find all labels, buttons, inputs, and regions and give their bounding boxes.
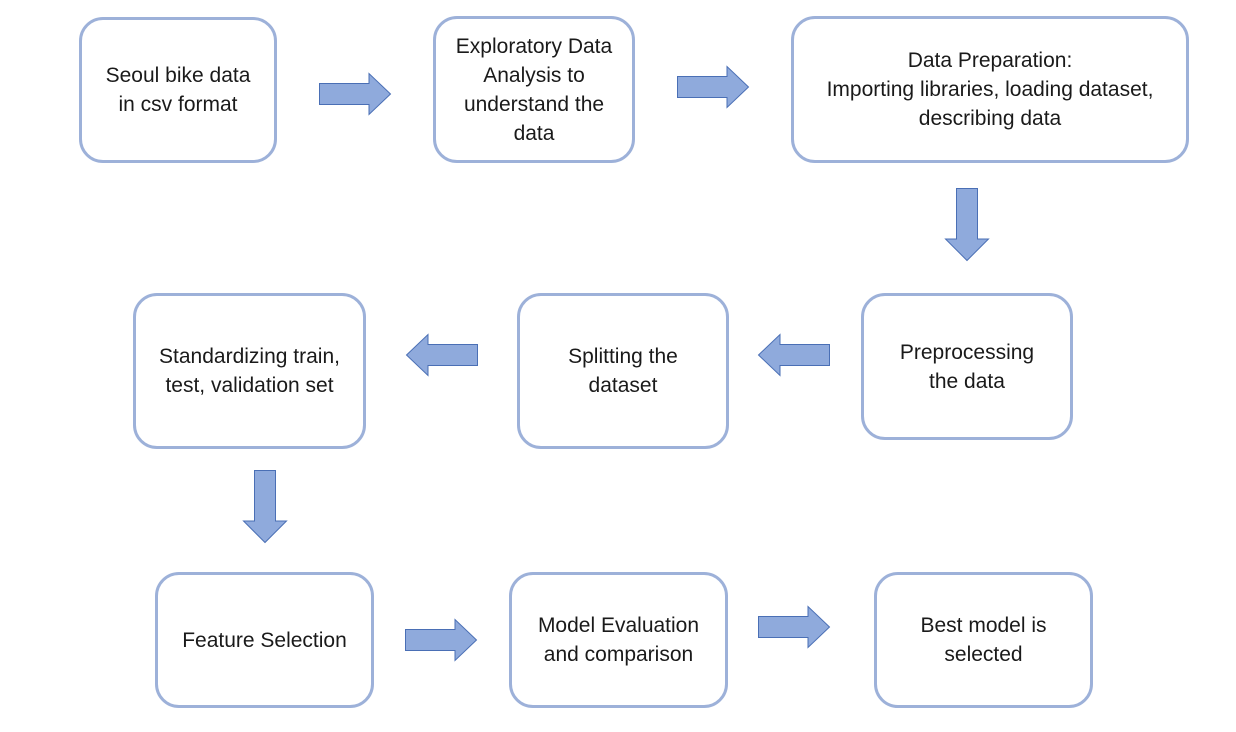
- arrow-right-icon: [319, 72, 392, 116]
- box-seoul-bike-data: Seoul bike data in csv format: [79, 17, 277, 163]
- arrow-right-icon: [758, 605, 831, 649]
- box-data-preparation: Data Preparation: Importing libraries, l…: [791, 16, 1189, 163]
- box-label: Preprocessing the data: [899, 340, 1035, 393]
- arrow-left-icon: [405, 333, 478, 377]
- box-label: Data Preparation: Importing libraries, l…: [826, 49, 1154, 130]
- arrow-left-icon: [757, 333, 830, 377]
- box-label: Feature Selection: [182, 628, 347, 652]
- arrow-down-icon: [944, 188, 990, 262]
- box-label: Splitting the dataset: [568, 345, 678, 397]
- box-eda: Exploratory Data Analysis to understand …: [433, 16, 635, 163]
- arrow-down-icon: [242, 470, 288, 544]
- box-label: Exploratory Data Analysis to understand …: [455, 34, 613, 145]
- box-label: Standardizing train, test, validation se…: [159, 345, 340, 397]
- box-label: Seoul bike data in csv format: [105, 64, 251, 116]
- box-splitting: Splitting the dataset: [517, 293, 729, 449]
- box-model-evaluation: Model Evaluation and comparison: [509, 572, 728, 708]
- box-label: Model Evaluation and comparison: [537, 614, 700, 666]
- box-feature-selection: Feature Selection: [155, 572, 374, 708]
- box-standardizing: Standardizing train, test, validation se…: [133, 293, 366, 449]
- box-preprocessing: Preprocessing the data: [861, 293, 1073, 440]
- arrow-right-icon: [677, 65, 750, 109]
- box-label: Best model is selected: [920, 614, 1047, 666]
- arrow-right-icon: [405, 618, 478, 662]
- box-best-model: Best model is selected: [874, 572, 1093, 708]
